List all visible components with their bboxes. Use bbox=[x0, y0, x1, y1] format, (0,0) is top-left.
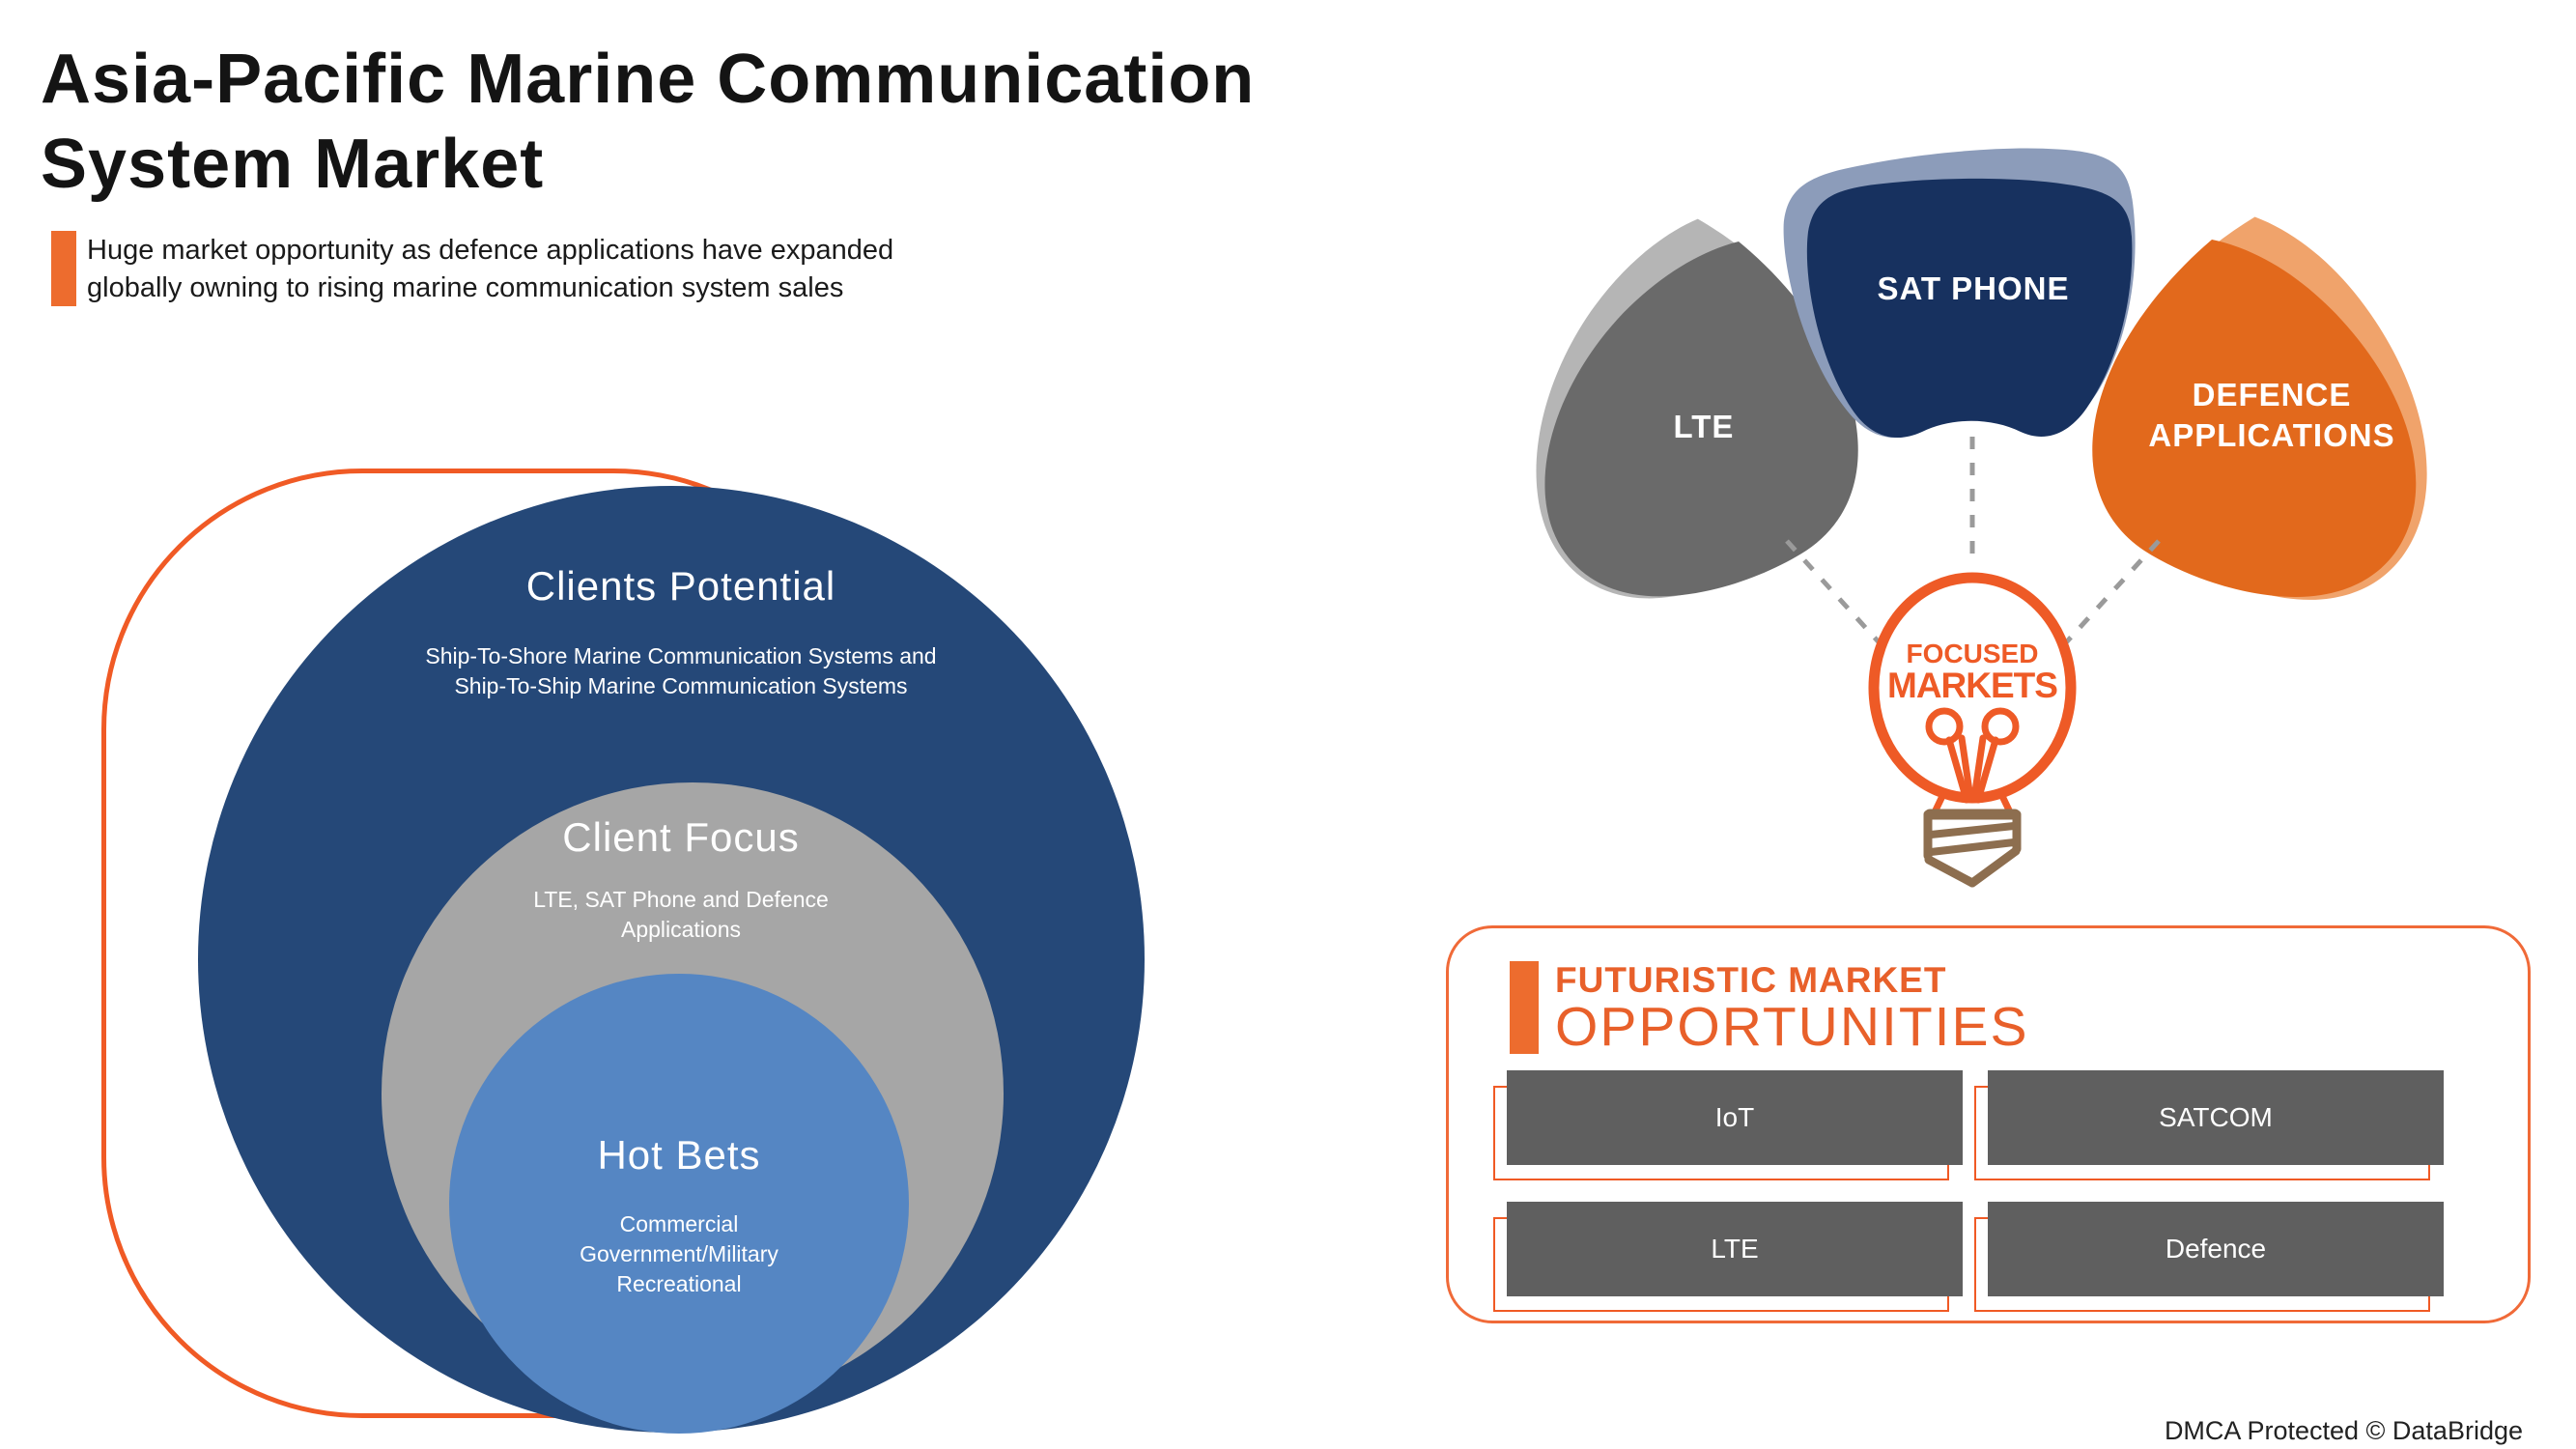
bulb-text-line2: MARKETS bbox=[1887, 666, 2057, 705]
opportunities-title: FUTURISTIC MARKET OPPORTUNITIES bbox=[1555, 960, 2029, 1058]
opportunities-title-line1: FUTURISTIC MARKET bbox=[1555, 960, 1947, 1000]
sat-phone-blob: SAT PHONE bbox=[1783, 148, 2136, 439]
page-title-line1: Asia-Pacific Marine Communication bbox=[41, 41, 1256, 118]
lte-blob: LTE bbox=[1536, 218, 1858, 599]
dashed-line-lte bbox=[1785, 539, 1911, 678]
venn-middle-title: Client Focus bbox=[562, 814, 800, 860]
lte-blob-label: LTE bbox=[1674, 409, 1735, 444]
venn-middle-desc-line2: Applications bbox=[620, 917, 742, 942]
defence-blob-main bbox=[2092, 240, 2417, 597]
opportunities-accent-bar bbox=[1510, 961, 1539, 1054]
venn-inner-desc-line3: Recreational bbox=[616, 1271, 742, 1296]
venn-circle-hot-bets bbox=[449, 974, 909, 1434]
venn-outer-desc: Ship-To-Shore Marine Communication Syste… bbox=[382, 641, 980, 701]
lte-blob-main bbox=[1544, 242, 1858, 597]
defence-applications-blob: DEFENCE APPLICATIONS bbox=[2092, 216, 2427, 600]
bulb-filament bbox=[1925, 707, 2020, 820]
venn-inner-desc: Commercial Government/Military Recreatio… bbox=[486, 1209, 872, 1299]
dashed-connectors bbox=[1785, 437, 2161, 678]
opportunities-header: FUTURISTIC MARKET OPPORTUNITIES bbox=[1510, 960, 2029, 1058]
opportunity-item-label: Defence bbox=[1988, 1202, 2444, 1296]
opportunity-item-label: SATCOM bbox=[1988, 1070, 2444, 1165]
opportunity-item-satcom: SATCOM bbox=[1974, 1070, 2444, 1180]
dmca-copyright: DMCA Protected © DataBridge bbox=[2164, 1416, 2523, 1445]
venn-middle-desc-line1: LTE, SAT Phone and Defence bbox=[533, 887, 829, 912]
sat-phone-blob-main bbox=[1806, 178, 2133, 439]
opportunity-item-iot: IoT bbox=[1493, 1070, 1963, 1180]
defence-blob-label-line2: APPLICATIONS bbox=[2148, 417, 2394, 453]
subtitle-block: Huge market opportunity as defence appli… bbox=[51, 231, 893, 307]
opportunities-panel bbox=[1446, 925, 2531, 1323]
opportunities-title-line2: OPPORTUNITIES bbox=[1555, 996, 2029, 1058]
opportunity-item-label: LTE bbox=[1507, 1202, 1963, 1296]
venn-outer-desc-line1: Ship-To-Shore Marine Communication Syste… bbox=[425, 643, 937, 668]
venn-middle-desc: LTE, SAT Phone and Defence Applications bbox=[449, 885, 913, 945]
focused-markets-bulb: FOCUSED MARKETS bbox=[1868, 572, 2077, 888]
focused-markets-cluster: LTE SAT PHONE DEFENCE APPLICATIONS FOCUS… bbox=[1536, 148, 2427, 888]
opportunity-item-lte: LTE bbox=[1493, 1202, 1963, 1312]
defence-blob-label-line1: DEFENCE bbox=[2193, 377, 2352, 412]
venn-outer-desc-line2: Ship-To-Ship Marine Communication System… bbox=[454, 673, 908, 698]
page-title: Asia-Pacific Marine Communication System… bbox=[41, 37, 1255, 207]
opportunity-item-defence: Defence bbox=[1974, 1202, 2444, 1312]
venn-inner-desc-line2: Government/Military bbox=[580, 1241, 778, 1266]
opportunity-item-label: IoT bbox=[1507, 1070, 1963, 1165]
subtitle-line1: Huge market opportunity as defence appli… bbox=[87, 235, 894, 266]
sat-phone-blob-label: SAT PHONE bbox=[1877, 270, 2069, 306]
page-title-line2: System Market bbox=[41, 126, 545, 203]
venn-inner-title: Hot Bets bbox=[597, 1132, 761, 1178]
bulb-base bbox=[1923, 809, 2022, 888]
subtitle-line2: globally owning to rising marine communi… bbox=[87, 272, 844, 303]
venn-inner-desc-line1: Commercial bbox=[619, 1211, 739, 1236]
dashed-line-defence bbox=[2036, 539, 2161, 675]
bulb-text-line1: FOCUSED bbox=[1907, 639, 2039, 668]
venn-outer-title: Clients Potential bbox=[525, 563, 836, 609]
subtitle-accent-bar bbox=[51, 231, 76, 306]
subtitle-text: Huge market opportunity as defence appli… bbox=[87, 231, 893, 307]
